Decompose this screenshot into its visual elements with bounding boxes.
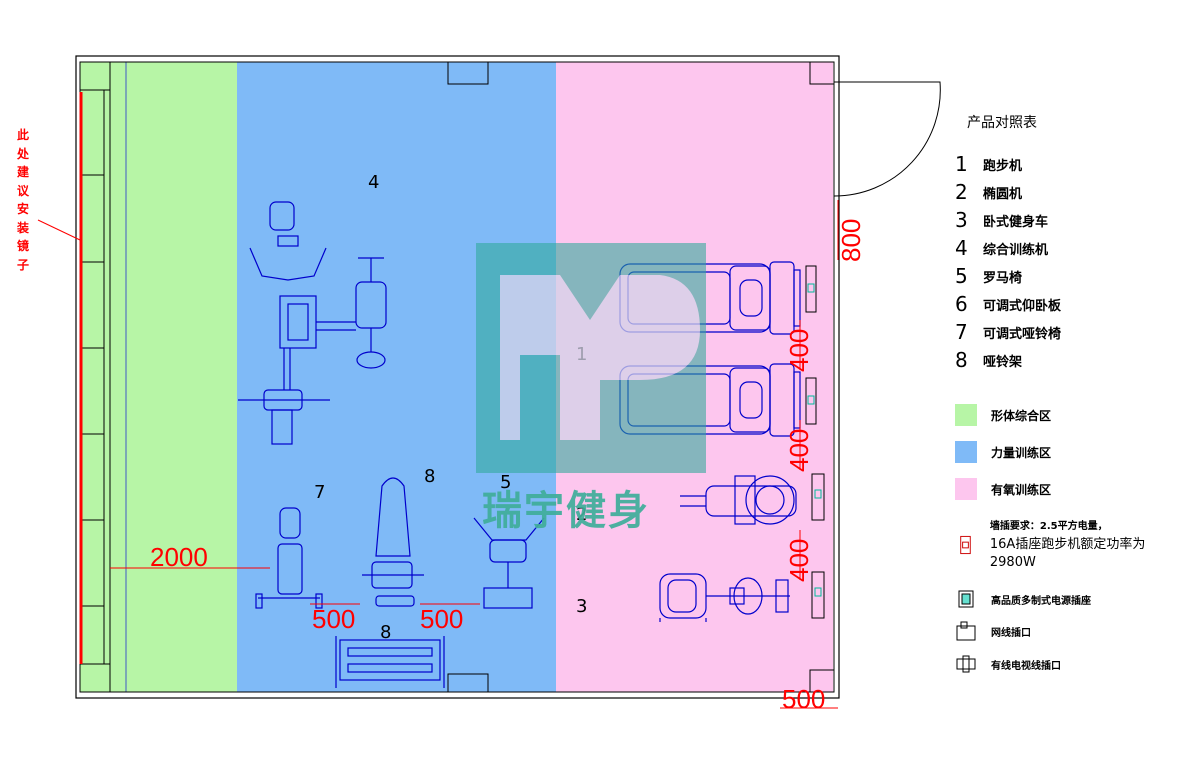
plan-num-5: 5	[500, 472, 511, 493]
socket-legend-network: 网线插口	[955, 620, 1031, 642]
recumbent-bike	[659, 573, 790, 622]
watermark-logo	[476, 243, 706, 473]
plan-num-3: 3	[576, 596, 587, 617]
network-port-icon	[956, 621, 976, 641]
dim-2000: 2000	[150, 542, 208, 572]
dim-500-b: 500	[420, 604, 463, 634]
power-note: 墙插要求：2.5平方电量， 16A插座跑步机额定功率为2980W	[955, 518, 1182, 572]
zone-legend-pink: 有氧训练区	[955, 478, 1051, 500]
zone-body-shaping	[80, 62, 237, 692]
plan-num-4: 4	[368, 172, 379, 193]
pillar-br	[809, 669, 835, 693]
watermark-text: 瑞宇健身	[482, 488, 650, 534]
dimension-labels: 2000 500 500 500 800 400 400 400	[150, 219, 866, 714]
dim-500-a: 500	[312, 604, 355, 634]
dimension-lines	[110, 200, 839, 709]
adjustable-incline-bench	[362, 477, 424, 607]
tv-port-icon	[956, 655, 976, 673]
legend-title: 产品对照表	[967, 115, 1037, 131]
zone-legend-green: 形体综合区	[955, 404, 1051, 426]
wall-socket-icon	[960, 535, 971, 555]
power-socket-icon	[958, 590, 974, 608]
pillar-bottom	[447, 673, 489, 693]
multi-gym	[238, 201, 387, 445]
outer-wall	[75, 55, 840, 699]
dim-400-a: 400	[784, 329, 814, 372]
mirror-note: 此处建议安装镜子	[16, 128, 29, 272]
plan-num-7: 7	[314, 482, 325, 503]
mirror-leader	[37, 219, 81, 241]
dim-400-c: 400	[784, 539, 814, 582]
socket-legend-tv: 有线电视线插口	[955, 653, 1061, 675]
plan-num-8-b: 8	[380, 622, 391, 643]
roman-chair	[473, 517, 545, 609]
elliptical	[680, 475, 797, 525]
dim-500-c: 500	[782, 684, 825, 714]
door-swing	[833, 81, 941, 197]
plan-num-2: 2	[576, 504, 587, 525]
socket-legend-power: 高品质多制式电源插座	[955, 588, 1091, 610]
zone-legend-blue: 力量训练区	[955, 441, 1051, 463]
adjustable-dumbbell-bench	[255, 507, 323, 609]
dumbbell-rack	[335, 636, 445, 688]
pillar-tr	[809, 61, 835, 85]
plan-num-8-a: 8	[424, 466, 435, 487]
dim-800: 800	[836, 219, 866, 262]
wall-sockets	[805, 265, 825, 619]
dim-400-b: 400	[784, 429, 814, 472]
pillar-top	[447, 61, 489, 85]
